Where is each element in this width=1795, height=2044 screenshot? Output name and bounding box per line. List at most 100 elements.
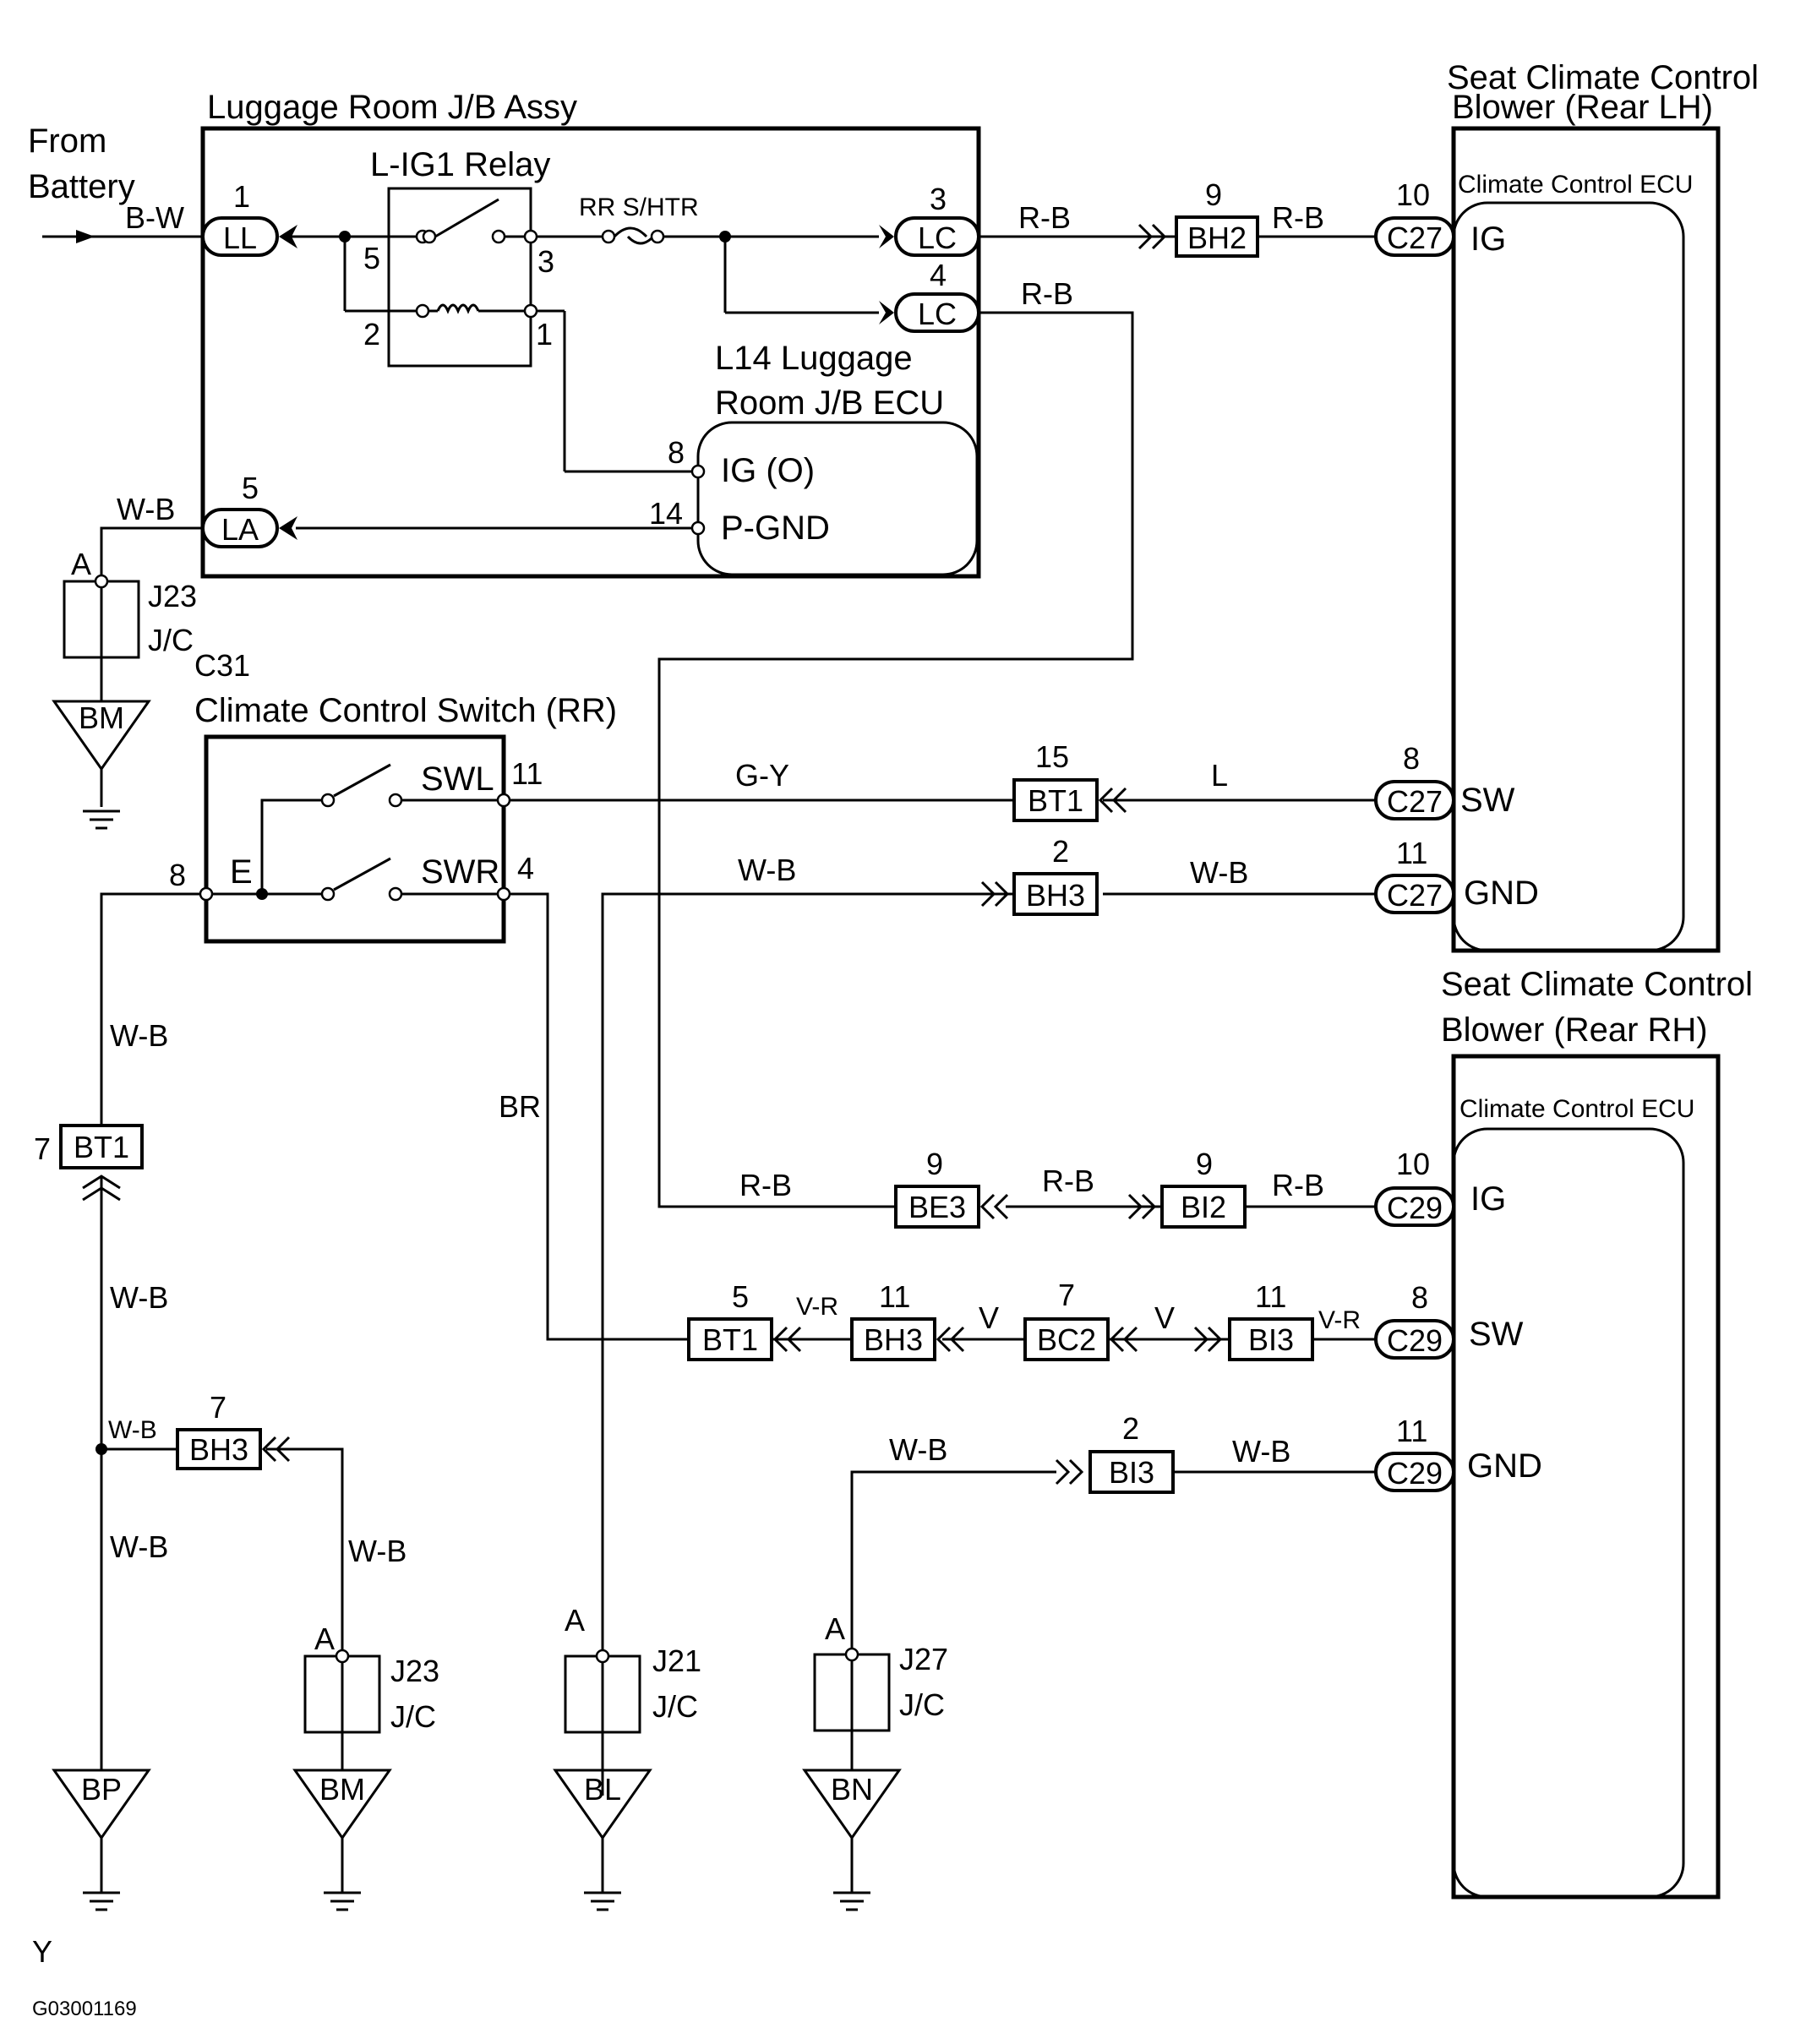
svg-text:W-B: W-B — [108, 1416, 157, 1444]
svg-text:1: 1 — [233, 179, 250, 214]
svg-text:J21: J21 — [652, 1643, 701, 1678]
svg-text:10: 10 — [1396, 177, 1430, 212]
svg-text:BC2: BC2 — [1037, 1322, 1096, 1357]
connector-la: LA 5 — [201, 471, 297, 548]
connector-bh3-7: BH3 7 — [176, 1390, 291, 1470]
wire-layer — [42, 230, 1378, 1796]
ground-bp: BP — [52, 1769, 151, 1911]
svg-text:1: 1 — [536, 317, 553, 352]
connector-bi3-11: BI3 11 — [1193, 1279, 1314, 1361]
svg-text:LC: LC — [918, 221, 957, 255]
connector-bt1-7: BT1 7 — [34, 1124, 144, 1202]
connector-bt1-15: BT1 15 — [1012, 739, 1127, 822]
connector-bh3-11: BH3 11 — [850, 1279, 965, 1361]
svg-text:C27: C27 — [1387, 221, 1443, 255]
junction-j27: A J27 J/C — [813, 1611, 948, 1770]
svg-text:V: V — [979, 1300, 999, 1335]
svg-text:C29: C29 — [1387, 1456, 1443, 1491]
ground-bm-top: BM — [52, 700, 151, 830]
svg-text:9: 9 — [1205, 177, 1222, 212]
connector-bi2: BI2 9 — [1127, 1147, 1247, 1229]
connector-c29-sw: C29 8 — [1374, 1280, 1455, 1360]
svg-text:IG: IG — [1470, 221, 1506, 258]
svg-text:Seat Climate Control: Seat Climate Control — [1447, 59, 1759, 96]
ecu-pin-ig: IG (O) — [721, 452, 815, 489]
svg-text:SWR: SWR — [421, 853, 499, 891]
svg-text:A: A — [565, 1603, 585, 1638]
jb-title: Luggage Room J/B Assy — [207, 89, 577, 126]
ecu-pin-pgnd: P-GND — [721, 510, 830, 547]
svg-text:W-B: W-B — [889, 1432, 947, 1467]
connector-be3: BE3 9 — [894, 1147, 1009, 1229]
svg-text:W-B: W-B — [110, 1529, 168, 1564]
svg-text:8: 8 — [169, 858, 186, 892]
svg-text:11: 11 — [1396, 1414, 1427, 1448]
svg-text:R-B: R-B — [739, 1168, 792, 1202]
svg-text:R-B: R-B — [1018, 200, 1071, 235]
svg-text:J/C: J/C — [390, 1699, 436, 1734]
svg-text:R-B: R-B — [1272, 200, 1324, 235]
svg-text:Seat Climate Control: Seat Climate Control — [1441, 966, 1753, 1003]
from-battery-label: From — [28, 123, 106, 160]
svg-text:15: 15 — [1035, 739, 1069, 774]
connector-bc2: BC2 7 — [1023, 1278, 1138, 1361]
svg-text:BI3: BI3 — [1248, 1322, 1294, 1357]
relay-coil-icon — [436, 303, 480, 314]
svg-text:2: 2 — [1122, 1411, 1139, 1446]
relay-title: L-IG1 Relay — [370, 146, 550, 183]
svg-text:E: E — [230, 853, 253, 891]
svg-text:J27: J27 — [899, 1642, 948, 1676]
relay-box — [387, 187, 532, 368]
svg-text:2: 2 — [363, 317, 380, 352]
relay-contact — [434, 198, 499, 238]
svg-text:V-R: V-R — [1318, 1306, 1361, 1334]
connector-lc-3: LC 3 — [879, 182, 980, 257]
svg-text:GND: GND — [1467, 1447, 1542, 1485]
luggage-room-jb-assy: Luggage Room J/B Assy L-IG1 Relay 5 2 3 … — [200, 89, 981, 579]
connector-c29-gnd: C29 11 — [1374, 1414, 1455, 1492]
svg-text:C29: C29 — [1387, 1323, 1443, 1358]
svg-text:B-W: B-W — [125, 200, 184, 235]
svg-text:BM: BM — [79, 700, 124, 735]
svg-text:J23: J23 — [148, 579, 197, 613]
svg-text:Climate Control ECU: Climate Control ECU — [1459, 1095, 1694, 1123]
arrow-battery-icon — [76, 230, 95, 243]
connector-c27-gnd: C27 11 — [1374, 836, 1455, 914]
connector-c27-sw: C27 8 — [1374, 741, 1455, 820]
svg-text:BT1: BT1 — [74, 1130, 129, 1164]
svg-text:7: 7 — [34, 1131, 51, 1166]
ground-bn: BN — [802, 1769, 902, 1911]
svg-text:BT1: BT1 — [702, 1322, 758, 1357]
svg-text:5: 5 — [242, 471, 259, 505]
svg-text:8: 8 — [668, 435, 685, 470]
junction-j23-bottom: A J23 J/C — [303, 1622, 439, 1770]
svg-text:4: 4 — [930, 258, 947, 292]
svg-text:BH3: BH3 — [189, 1432, 248, 1467]
svg-text:Blower (Rear RH): Blower (Rear RH) — [1441, 1011, 1708, 1049]
svg-text:3: 3 — [930, 182, 947, 216]
svg-text:C27: C27 — [1387, 784, 1443, 819]
junction-j23-top: A J23 J/C — [63, 547, 197, 659]
svg-text:R-B: R-B — [1021, 276, 1073, 311]
svg-text:R-B: R-B — [1272, 1168, 1324, 1202]
svg-text:BE3: BE3 — [908, 1190, 966, 1224]
svg-text:LL: LL — [223, 221, 257, 255]
svg-text:L: L — [1211, 758, 1228, 793]
svg-text:V: V — [1154, 1300, 1175, 1335]
svg-text:W-B: W-B — [1232, 1434, 1290, 1469]
svg-text:C27: C27 — [1387, 878, 1443, 913]
svg-text:J23: J23 — [390, 1654, 439, 1688]
connector-bi3-2: BI3 2 — [1055, 1411, 1175, 1494]
svg-text:LC: LC — [918, 297, 957, 331]
svg-text:SW: SW — [1460, 782, 1515, 819]
svg-text:BI2: BI2 — [1181, 1190, 1226, 1224]
svg-text:BH3: BH3 — [864, 1322, 923, 1357]
svg-text:BI3: BI3 — [1109, 1455, 1154, 1490]
svg-text:4: 4 — [517, 851, 534, 886]
footer-y: Y — [32, 1934, 52, 1969]
svg-text:9: 9 — [1196, 1147, 1213, 1181]
svg-text:Room J/B ECU: Room J/B ECU — [715, 384, 944, 422]
svg-text:5: 5 — [363, 241, 380, 275]
svg-text:8: 8 — [1411, 1280, 1428, 1315]
